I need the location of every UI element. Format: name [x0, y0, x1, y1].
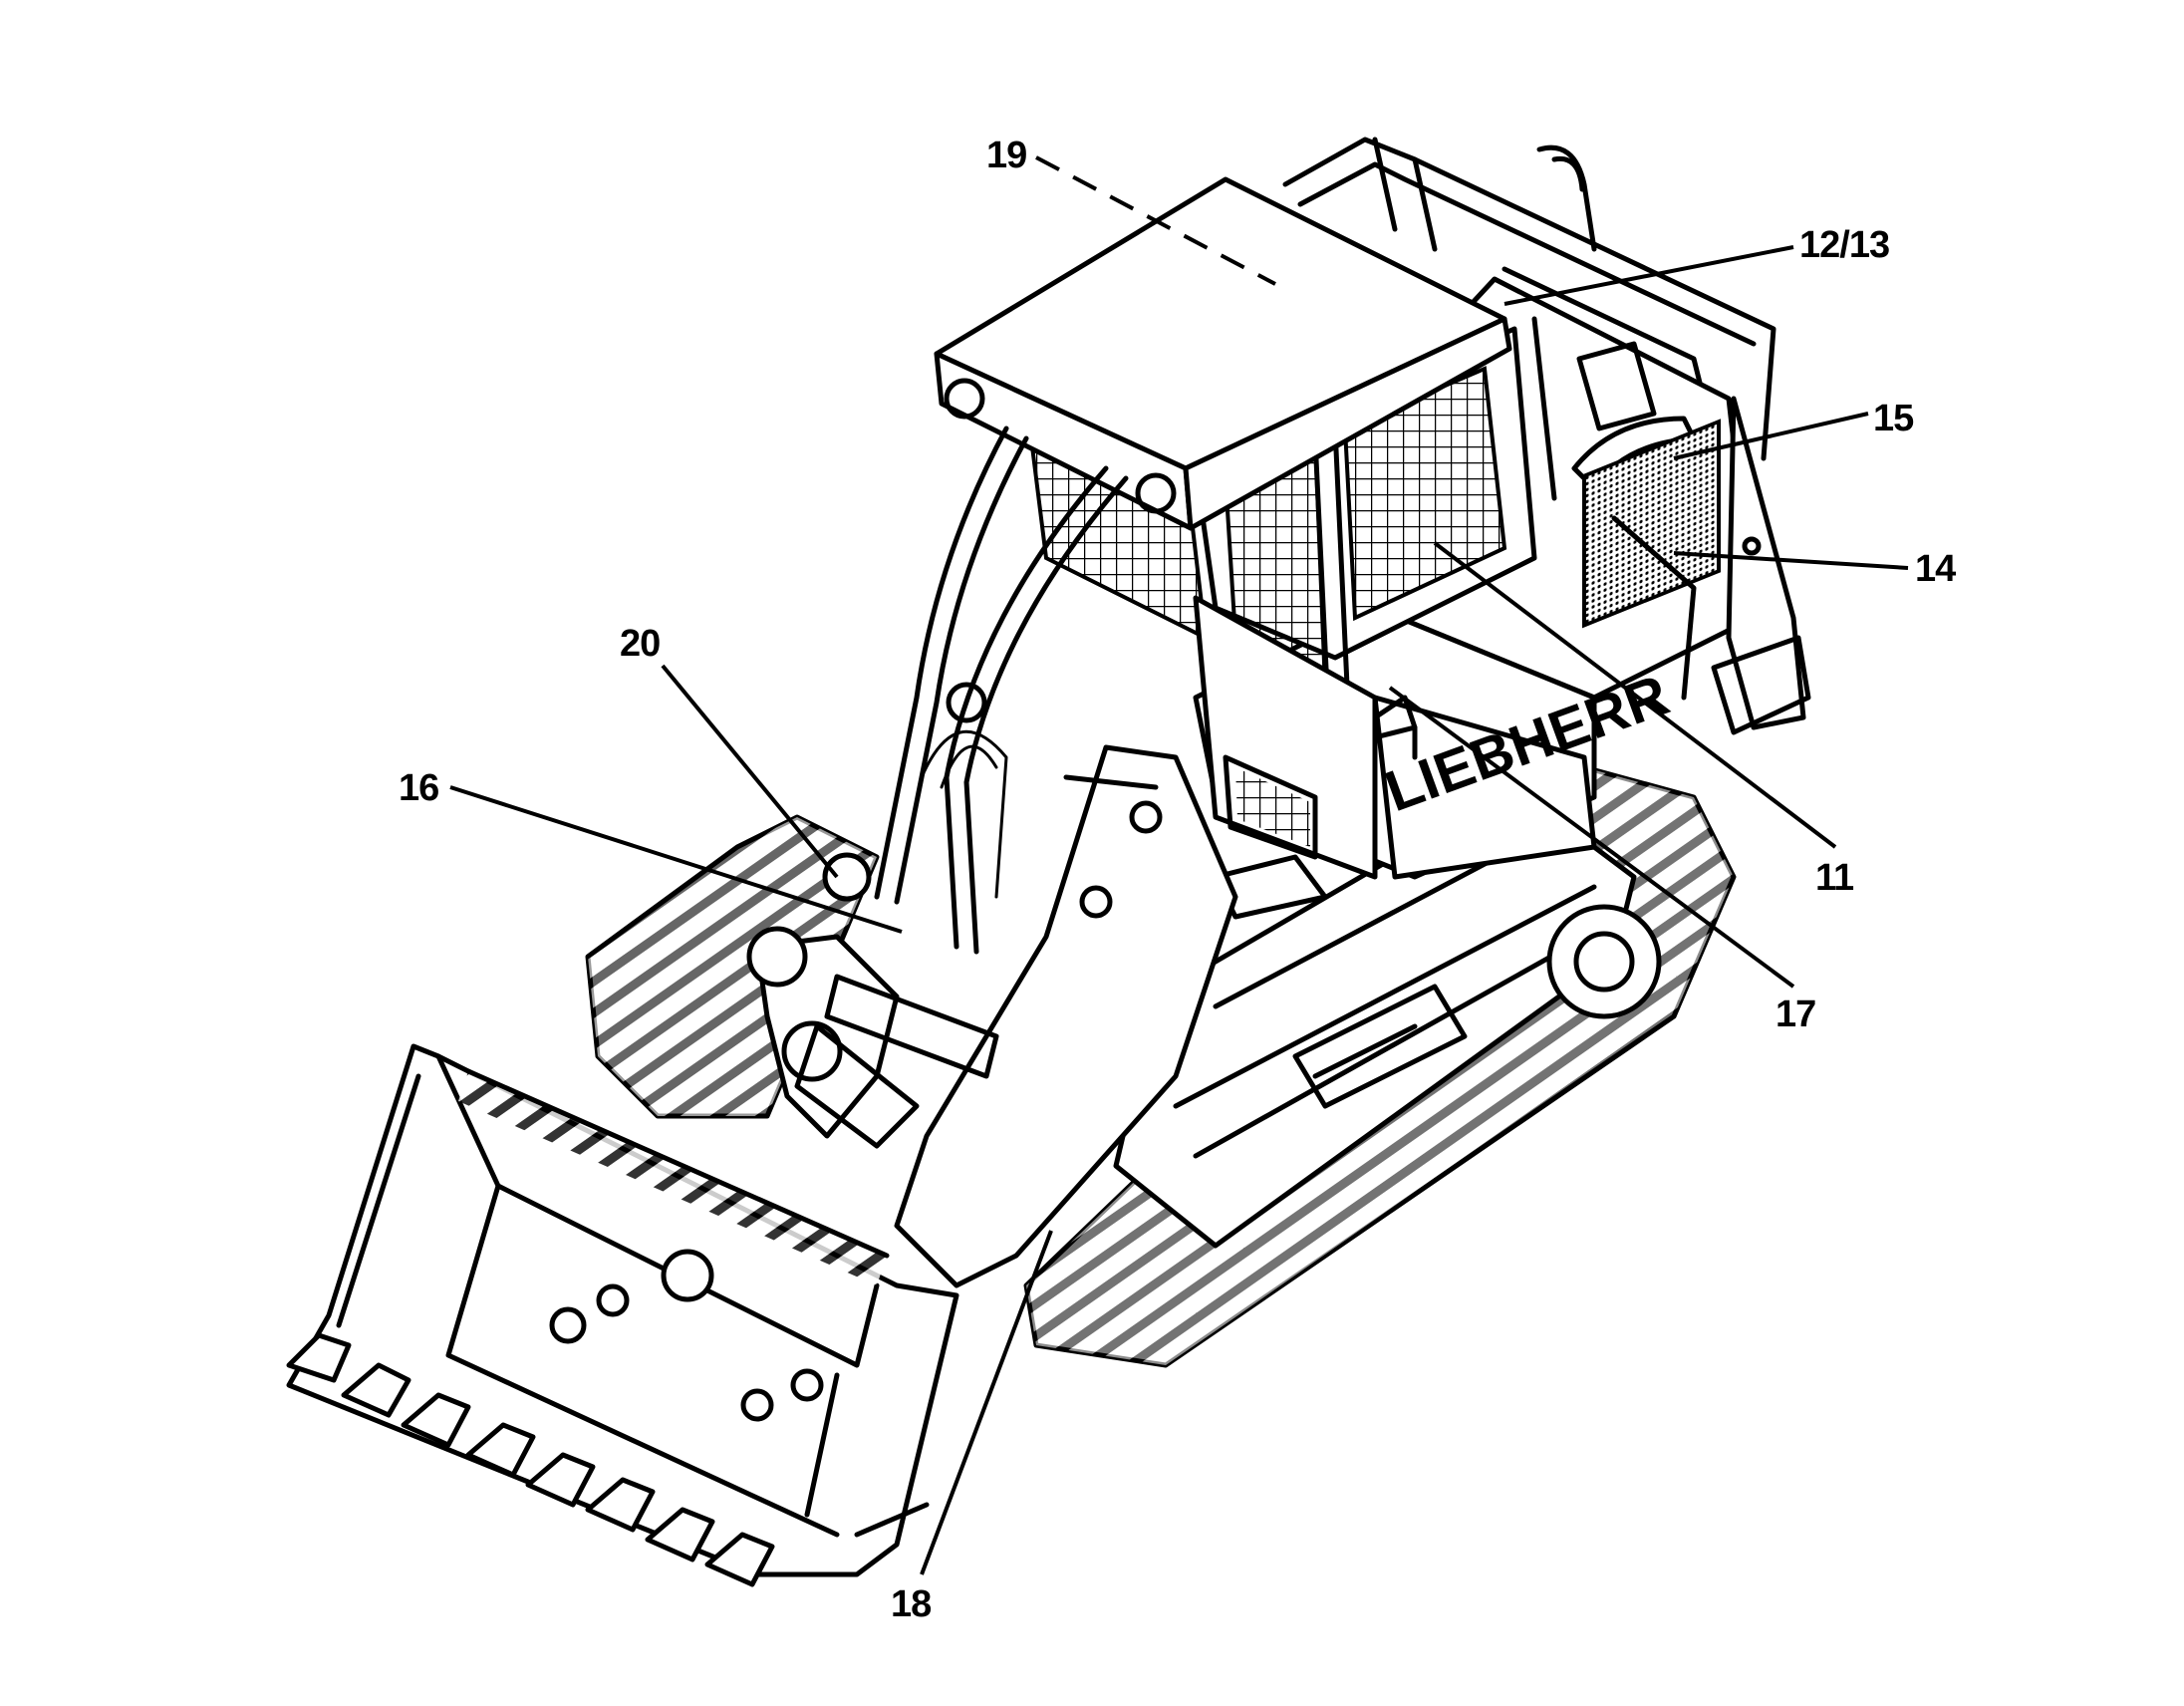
callouts: 19 12/13 15 14 11 17 20 16 18: [399, 135, 1957, 1625]
callout-17: 17: [1775, 994, 1815, 1035]
idler-wheel: [1546, 904, 1662, 1019]
callout-14: 14: [1915, 548, 1956, 590]
callout-15: 15: [1873, 398, 1914, 439]
callout-19: 19: [986, 135, 1026, 176]
callout-18: 18: [891, 1583, 931, 1625]
callout-20: 20: [620, 623, 660, 665]
radiator-grille: [1582, 419, 1721, 629]
callout-16: 16: [399, 767, 438, 809]
callout-12-13: 12/13: [1799, 224, 1889, 266]
lift-arm: [746, 744, 1238, 1288]
callout-11: 11: [1815, 857, 1854, 899]
cab-roof: [934, 176, 1512, 531]
rear-roll-bar: [1282, 137, 1776, 461]
left-track: [585, 814, 880, 1119]
hydraulic-hoses: [822, 682, 1008, 902]
rops-posts: [874, 426, 1129, 955]
bucket: [286, 1043, 959, 1587]
